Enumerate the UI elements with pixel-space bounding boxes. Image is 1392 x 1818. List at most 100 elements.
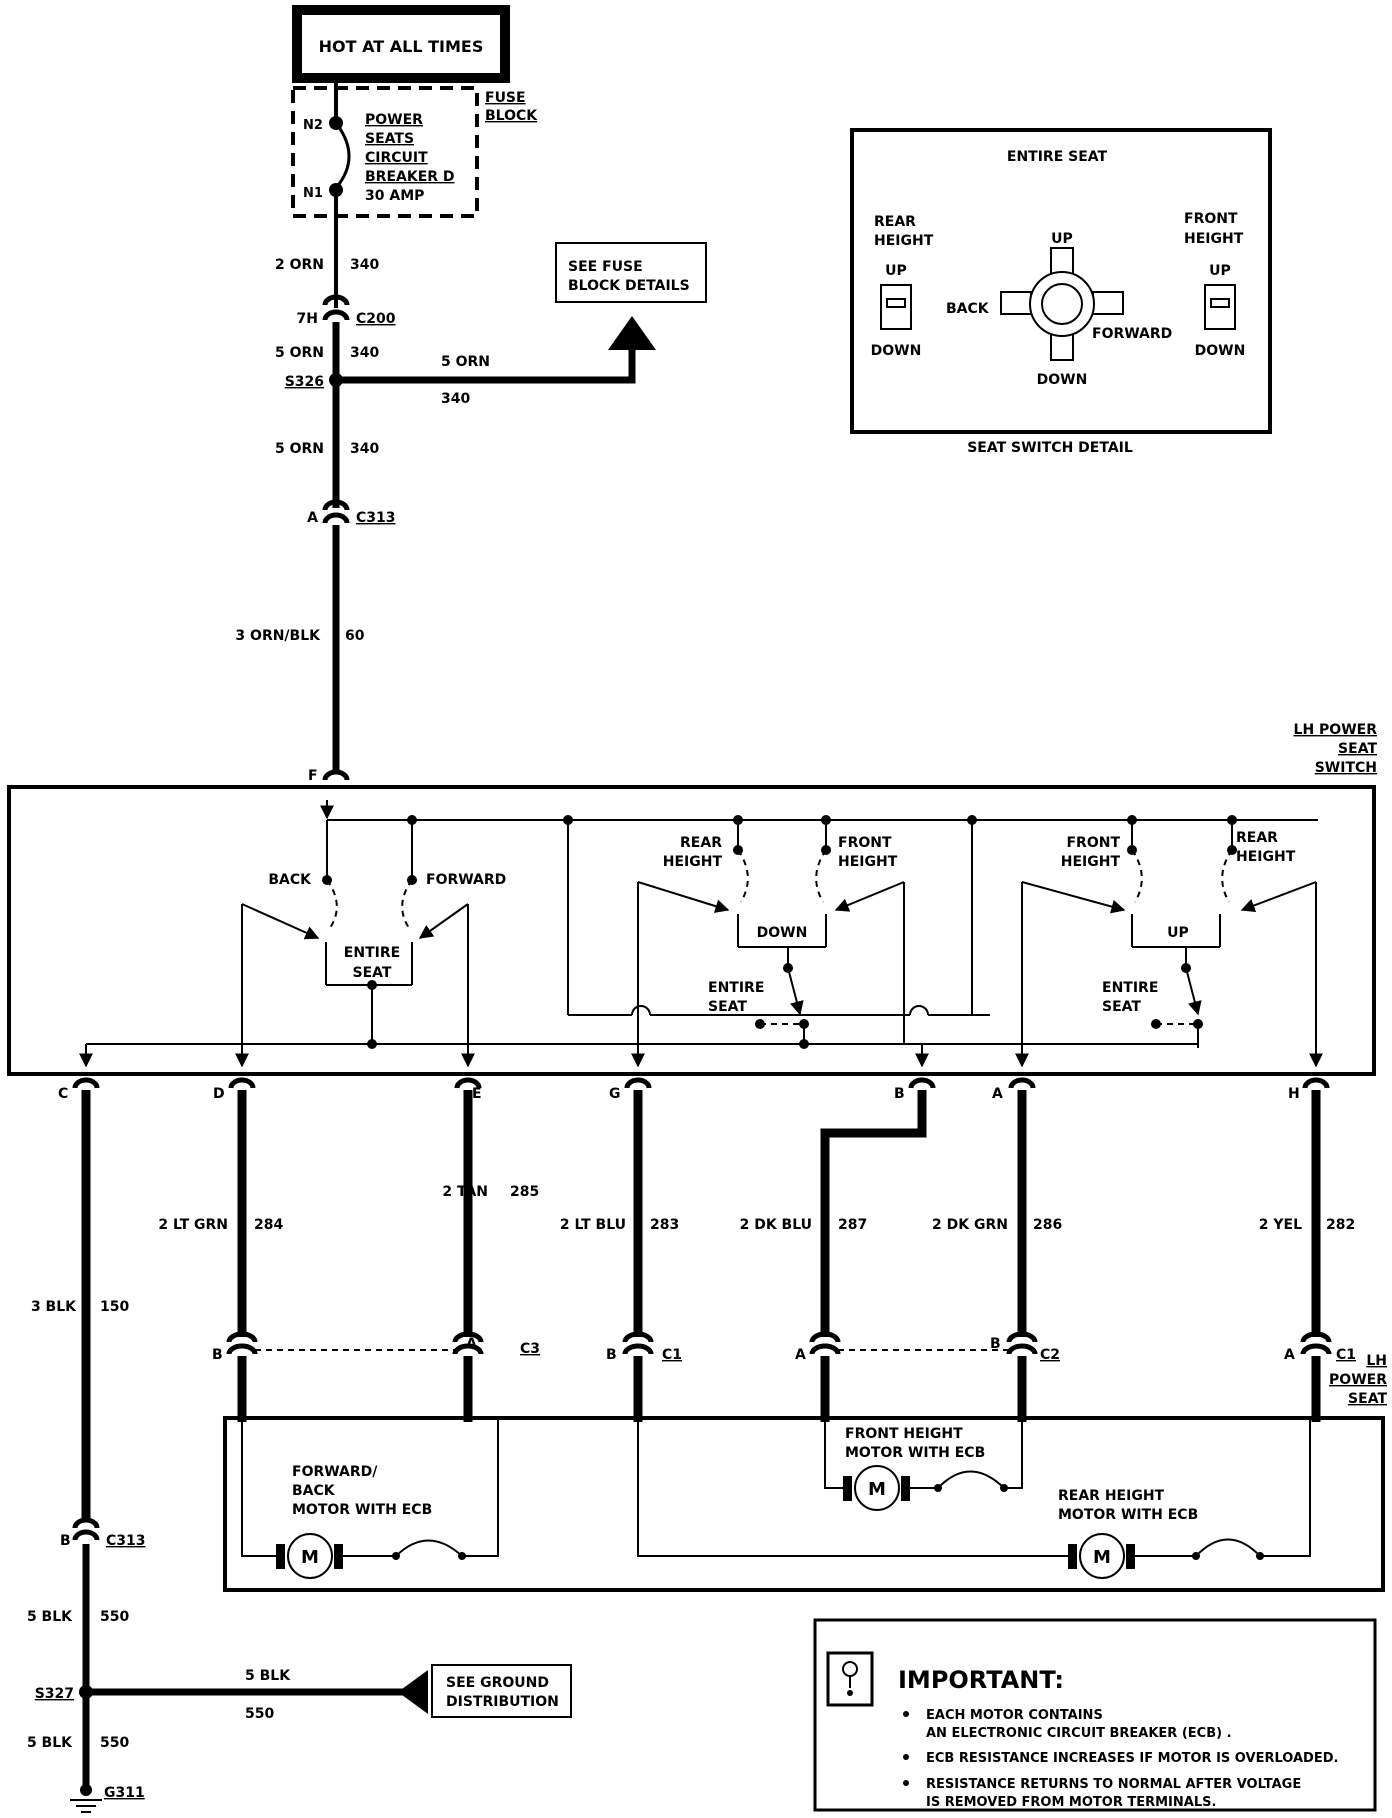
svg-text:REAR HEIGHT: REAR HEIGHT (1058, 1488, 1165, 1504)
svg-text:C1: C1 (662, 1347, 682, 1363)
svg-text:FRONT: FRONT (1066, 835, 1120, 851)
svg-text:60: 60 (345, 628, 365, 644)
svg-text:DOWN: DOWN (1037, 372, 1088, 388)
forward-back-motor: M FORWARD/ BACK MOTOR WITH ECB (241, 1418, 499, 1579)
svg-text:BREAKER D: BREAKER D (365, 169, 455, 185)
svg-text:ENTIRE: ENTIRE (708, 980, 764, 996)
svg-text:340: 340 (350, 441, 379, 457)
svg-text:A: A (466, 1336, 477, 1352)
svg-text:FRONT: FRONT (838, 835, 892, 851)
svg-text:SEE GROUND: SEE GROUND (446, 1675, 549, 1691)
svg-text:DOWN: DOWN (871, 343, 922, 359)
important-items: EACH MOTOR CONTAINS AN ELECTRONIC CIRCUI… (903, 1708, 1338, 1810)
svg-text:B: B (606, 1347, 617, 1363)
svg-text:G: G (609, 1086, 621, 1102)
seat-connectors (226, 1331, 1332, 1355)
svg-text:5 ORN: 5 ORN (275, 345, 324, 361)
svg-text:MOTOR WITH ECB: MOTOR WITH ECB (845, 1445, 985, 1461)
svg-text:SWITCH: SWITCH (1315, 760, 1377, 776)
svg-text:HEIGHT: HEIGHT (663, 854, 723, 870)
svg-text:G311: G311 (104, 1785, 145, 1801)
svg-text:SEAT: SEAT (353, 965, 392, 981)
svg-text:C200: C200 (356, 311, 396, 327)
svg-text:284: 284 (254, 1217, 283, 1233)
feed-wire-labels: 2 ORN 340 7H C200 5 ORN 340 S326 5 ORN 3… (235, 257, 490, 644)
see-ground-distribution-box (431, 1664, 572, 1718)
svg-text:2 LT GRN: 2 LT GRN (158, 1217, 228, 1233)
svg-text:3 ORN/BLK: 3 ORN/BLK (235, 628, 321, 644)
svg-text:BACK: BACK (946, 301, 990, 317)
switch-pin-connectors (72, 1077, 1330, 1089)
hot-at-all-times-box (292, 5, 510, 83)
svg-text:HEIGHT: HEIGHT (838, 854, 898, 870)
seat-switch-detail-caption: SEAT SWITCH DETAIL (967, 440, 1133, 456)
svg-text:SEAT: SEAT (708, 999, 747, 1015)
seat-connector-labels: B A C3 B C1 A B C2 A C1 LH POWER SEAT (212, 1336, 1387, 1407)
svg-text:AN ELECTRONIC CIRCUIT BREAKER: AN ELECTRONIC CIRCUIT BREAKER (ECB) . (926, 1726, 1232, 1741)
c200-connector (322, 294, 350, 321)
important-title: IMPORTANT: (898, 1666, 1064, 1694)
fuse-details-arrow (608, 316, 656, 350)
svg-text:287: 287 (838, 1217, 867, 1233)
svg-text:HEIGHT: HEIGHT (874, 233, 934, 249)
svg-text:SEAT: SEAT (1102, 999, 1141, 1015)
f-pin-connector (322, 769, 350, 781)
svg-text:340: 340 (350, 257, 379, 273)
svg-text:M: M (301, 1547, 319, 1568)
svg-text:C313: C313 (106, 1533, 146, 1549)
svg-text:BACK: BACK (292, 1483, 336, 1499)
svg-text:ENTIRE: ENTIRE (1102, 980, 1158, 996)
svg-text:REAR: REAR (680, 835, 722, 851)
svg-text:IS REMOVED FROM MOTOR TERMINAL: IS REMOVED FROM MOTOR TERMINALS. (926, 1795, 1216, 1810)
svg-text:2 ORN: 2 ORN (275, 257, 324, 273)
s326-branch-wire (336, 340, 636, 384)
svg-text:HEIGHT: HEIGHT (1184, 231, 1244, 247)
n2-label: N2 (303, 118, 323, 133)
svg-text:DOWN: DOWN (1195, 343, 1246, 359)
svg-text:SEAT: SEAT (1338, 741, 1377, 757)
svg-text:UP: UP (1167, 925, 1189, 941)
g311-ground-symbol (70, 1784, 102, 1813)
svg-text:FORWARD/: FORWARD/ (292, 1464, 378, 1480)
svg-text:FRONT: FRONT (1184, 211, 1238, 227)
svg-text:MOTOR WITH ECB: MOTOR WITH ECB (1058, 1507, 1198, 1523)
svg-text:2 DK BLU: 2 DK BLU (740, 1217, 812, 1233)
motor-wire-labels: 2 LT GRN 284 2 TAN 285 2 LT BLU 283 2 DK… (158, 1184, 1355, 1233)
fuse-block-outline (291, 86, 479, 218)
svg-text:2 YEL: 2 YEL (1259, 1217, 1302, 1233)
svg-text:550: 550 (100, 1609, 129, 1625)
svg-text:5 BLK: 5 BLK (245, 1668, 291, 1684)
svg-text:285: 285 (510, 1184, 539, 1200)
entire-seat-title: ENTIRE SEAT (1007, 149, 1108, 165)
pin-f-label: F (308, 768, 318, 784)
ground-labels: 3 BLK 150 B C313 5 BLK 550 S327 5 BLK 55… (27, 1299, 559, 1801)
svg-text:340: 340 (350, 345, 379, 361)
svg-text:DOWN: DOWN (757, 925, 808, 941)
see-fuse-label-2: BLOCK DETAILS (568, 278, 690, 294)
svg-text:C313: C313 (356, 510, 396, 526)
svg-text:CIRCUIT: CIRCUIT (365, 150, 428, 166)
svg-text:E: E (472, 1086, 482, 1102)
svg-text:SEAT: SEAT (1348, 1391, 1387, 1407)
svg-text:DISTRIBUTION: DISTRIBUTION (446, 1694, 559, 1710)
svg-text:B: B (894, 1086, 905, 1102)
svg-text:UP: UP (1051, 231, 1073, 247)
svg-text:A: A (992, 1086, 1003, 1102)
svg-text:283: 283 (650, 1217, 679, 1233)
see-fuse-label-1: SEE FUSE (568, 259, 643, 275)
switch-internal-wiring (79, 800, 1323, 1068)
svg-text:A: A (795, 1347, 806, 1363)
svg-text:5 ORN: 5 ORN (441, 354, 490, 370)
switch-pin-labels: C D E G B A H (58, 1086, 1300, 1102)
ground-wires (72, 1090, 405, 1790)
lh-power-seat-switch-box (7, 785, 1376, 1076)
svg-text:SEATS: SEATS (365, 131, 414, 147)
svg-text:340: 340 (441, 391, 470, 407)
fuse-block-label-1: FUSE (485, 90, 526, 106)
rear-height-switch-detail: REAR HEIGHT UP DOWN (871, 214, 934, 359)
see-fuse-block-details-box (555, 242, 707, 303)
circuit-breaker-label: POWER SEATS CIRCUIT BREAKER D 30 AMP (365, 112, 455, 204)
svg-text:5 ORN: 5 ORN (275, 441, 324, 457)
switch-internal-labels: BACK FORWARD ENTIRE SEAT REAR HEIGHT FRO… (268, 830, 1295, 1015)
